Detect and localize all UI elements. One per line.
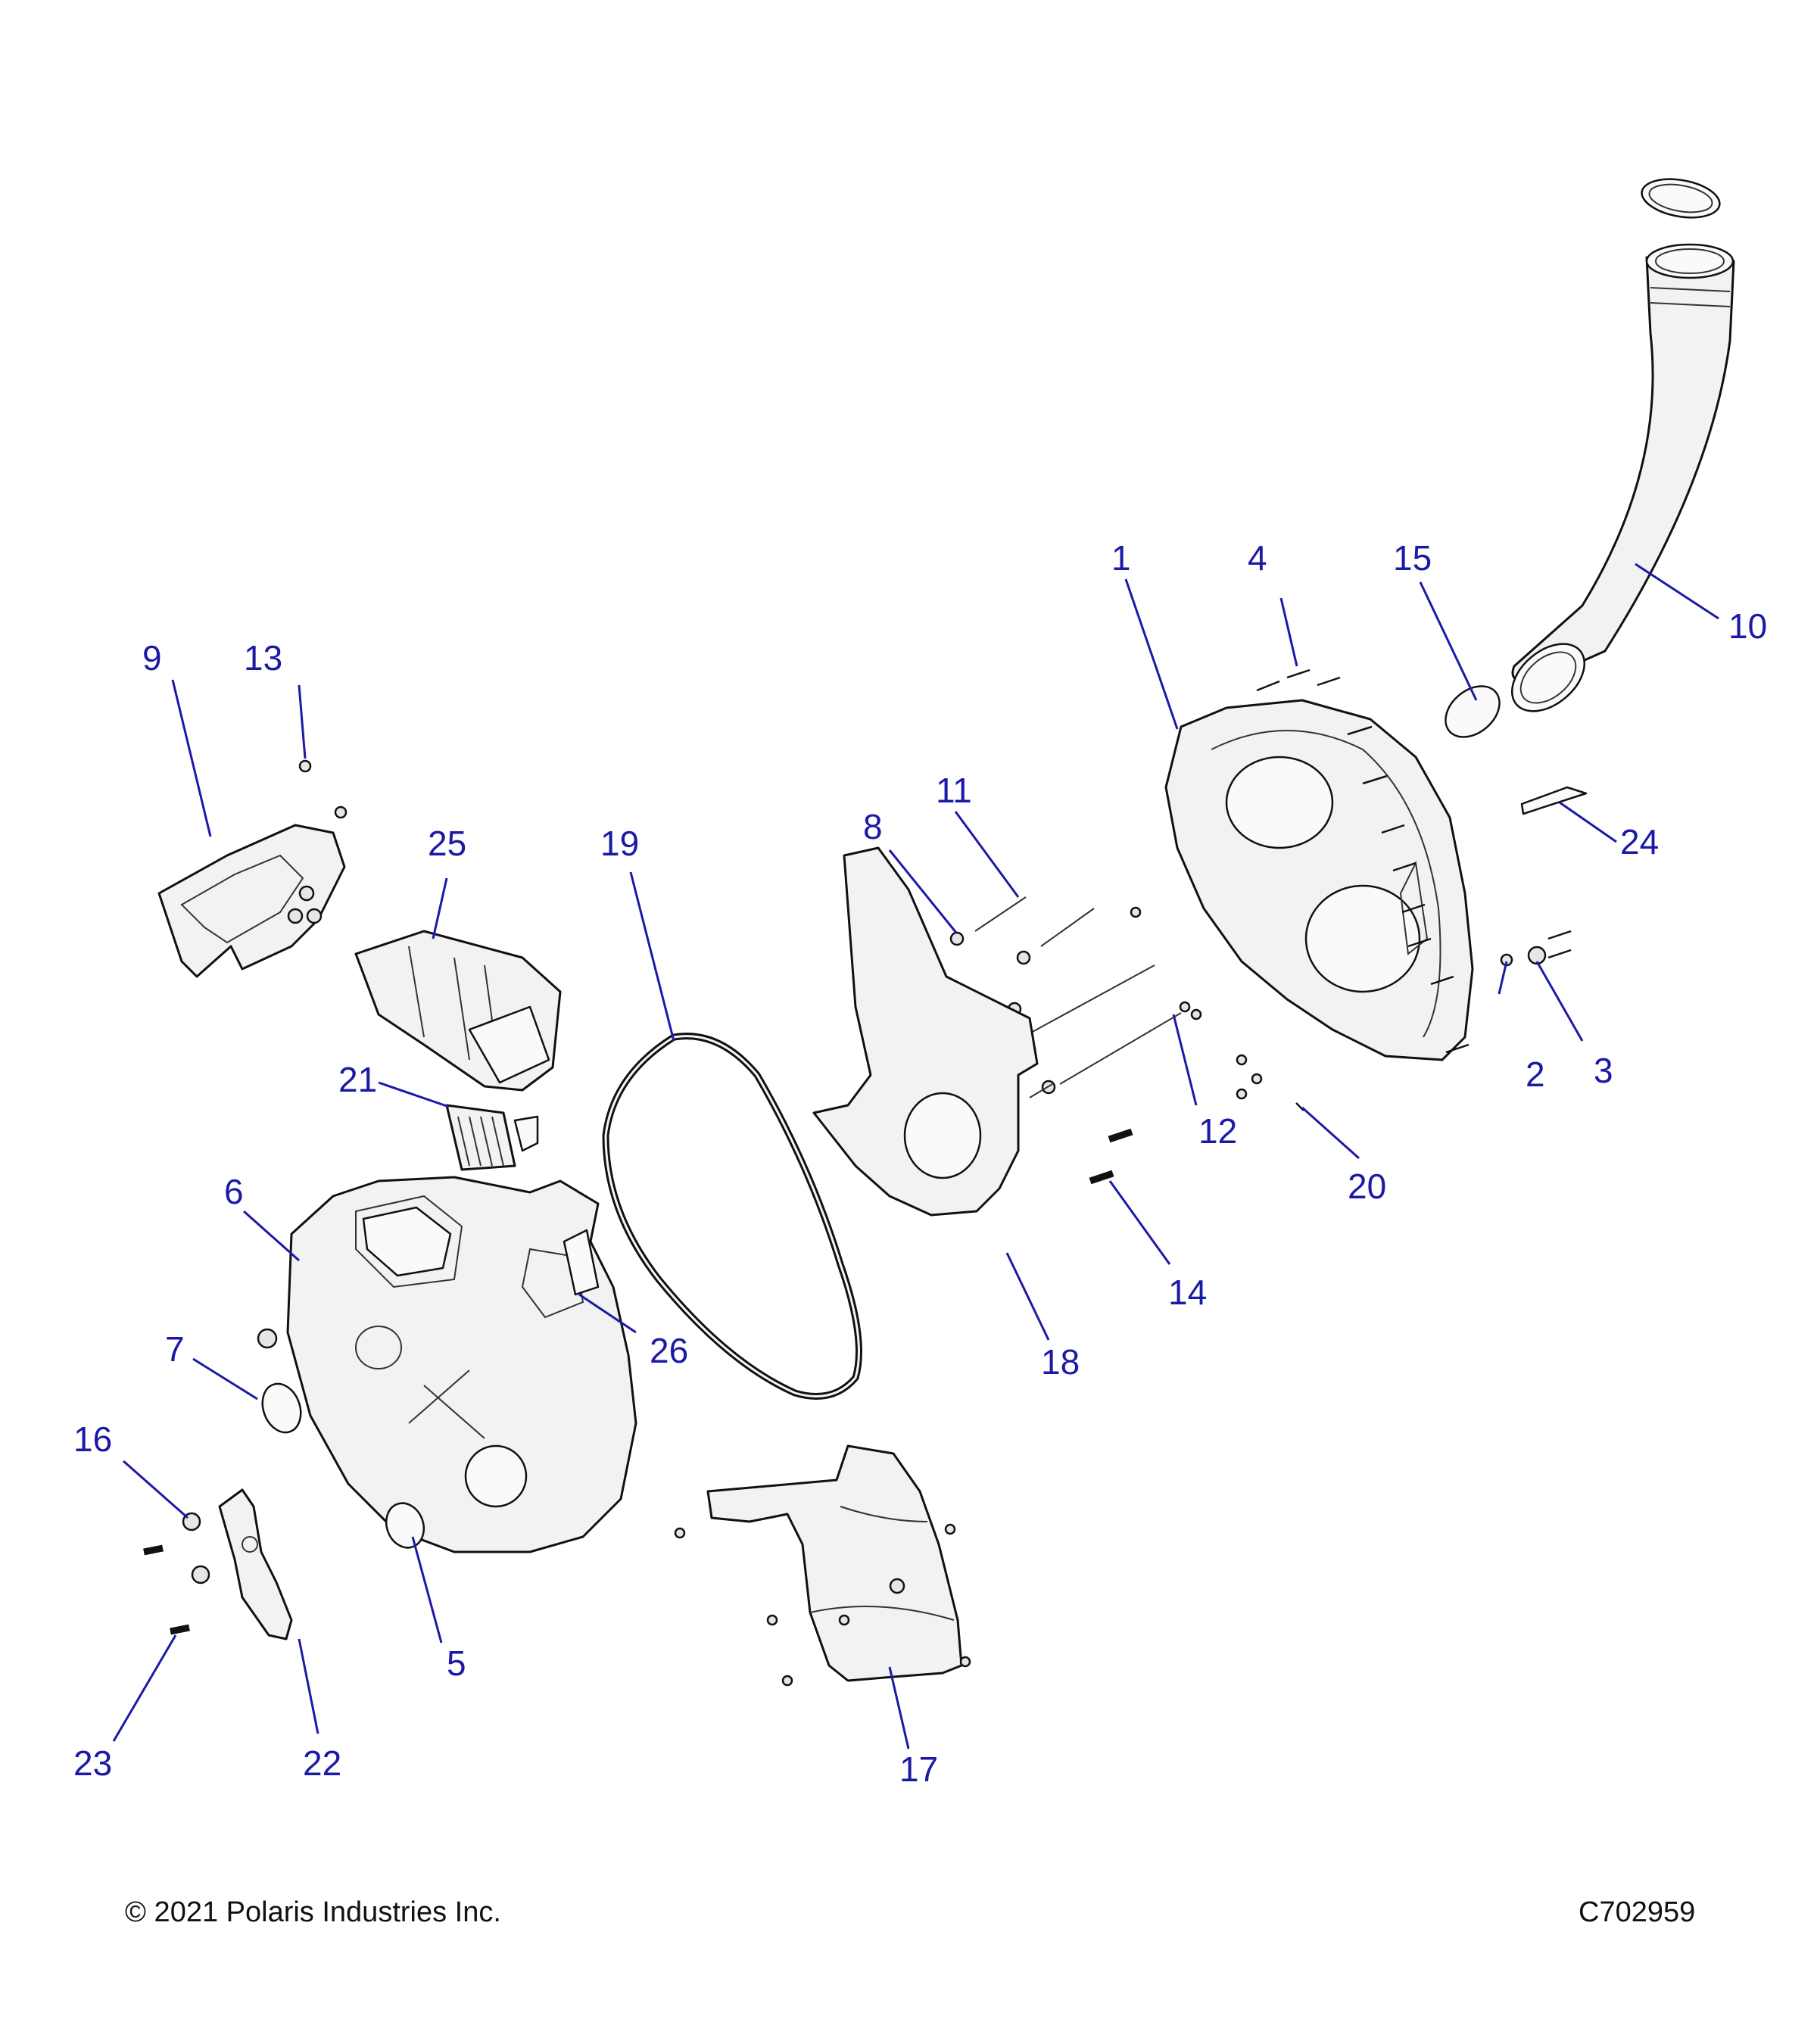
cover-plug	[257, 1328, 278, 1349]
part-17-heat-shield	[706, 1444, 963, 1682]
cover-bolts-set	[1256, 668, 1572, 1054]
callout-2: 2	[1526, 1055, 1545, 1094]
callout-5: 5	[447, 1644, 466, 1683]
part-18-inner-shield	[812, 846, 1039, 1217]
part-7-o-ring	[261, 1382, 302, 1434]
callout-3: 3	[1594, 1051, 1613, 1090]
callout-13: 13	[244, 638, 282, 678]
callout-22: 22	[303, 1743, 341, 1783]
part-15-hose-clamp	[1445, 685, 1501, 738]
part-21-filter-screen	[445, 1104, 539, 1171]
copyright-text: © 2021 Polaris Industries Inc.	[125, 1896, 501, 1928]
part-25-air-box	[354, 930, 562, 1092]
callout-7: 7	[165, 1329, 185, 1369]
part-10-intake-duct	[1510, 178, 1735, 712]
part-12-long-bolts	[1029, 964, 1182, 1098]
callout-15: 15	[1393, 538, 1432, 578]
callout-14: 14	[1168, 1273, 1207, 1312]
part-5-o-ring	[385, 1502, 425, 1549]
callout-21: 21	[338, 1060, 377, 1099]
callout-12: 12	[1198, 1111, 1237, 1151]
part-16-nut-b	[191, 1565, 210, 1584]
callout-25: 25	[428, 824, 466, 863]
callout-17: 17	[899, 1750, 938, 1789]
callout-4: 4	[1248, 538, 1267, 578]
part-11-bolts	[974, 896, 1095, 947]
callout-1: 1	[1111, 538, 1131, 578]
callout-11: 11	[936, 771, 972, 810]
part-9-frame-bracket	[157, 824, 346, 978]
callout-6: 6	[224, 1172, 244, 1211]
part-13-nut-b	[334, 805, 348, 819]
part-23-bolt	[143, 1544, 190, 1635]
small-nuts	[1130, 906, 1263, 1100]
callout-9: 9	[142, 638, 162, 678]
part-14-bolts	[1089, 1128, 1133, 1185]
callout-19: 19	[600, 824, 639, 863]
drawing-number: C702959	[1579, 1896, 1696, 1928]
callout-10: 10	[1728, 606, 1767, 646]
part-3-grommet	[1527, 946, 1547, 965]
part-26-latch	[563, 1229, 600, 1296]
callout-20: 20	[1348, 1167, 1386, 1206]
callout-23: 23	[73, 1743, 112, 1783]
part-1-outer-clutch-cover	[1164, 699, 1474, 1061]
part-22-bracket	[218, 1488, 293, 1640]
callout-18: 18	[1041, 1342, 1080, 1382]
callout-26: 26	[650, 1331, 688, 1370]
part-6-inner-clutch-cover	[286, 1176, 637, 1553]
part-13-nut	[298, 759, 312, 773]
leader-lines	[112, 562, 1719, 1750]
part-19-drive-belt	[602, 1033, 862, 1400]
callout-8: 8	[863, 807, 883, 846]
callout-labels: 1 2 3 4 5 6 7 8 9 10 11 12 13 14 15 16 1…	[73, 538, 1767, 1789]
heat-shield-screws	[674, 1523, 971, 1687]
callout-16: 16	[73, 1419, 112, 1459]
part-20-screw	[1295, 1102, 1304, 1111]
callout-24: 24	[1620, 822, 1659, 862]
part-24-seal-strip	[1520, 786, 1588, 815]
